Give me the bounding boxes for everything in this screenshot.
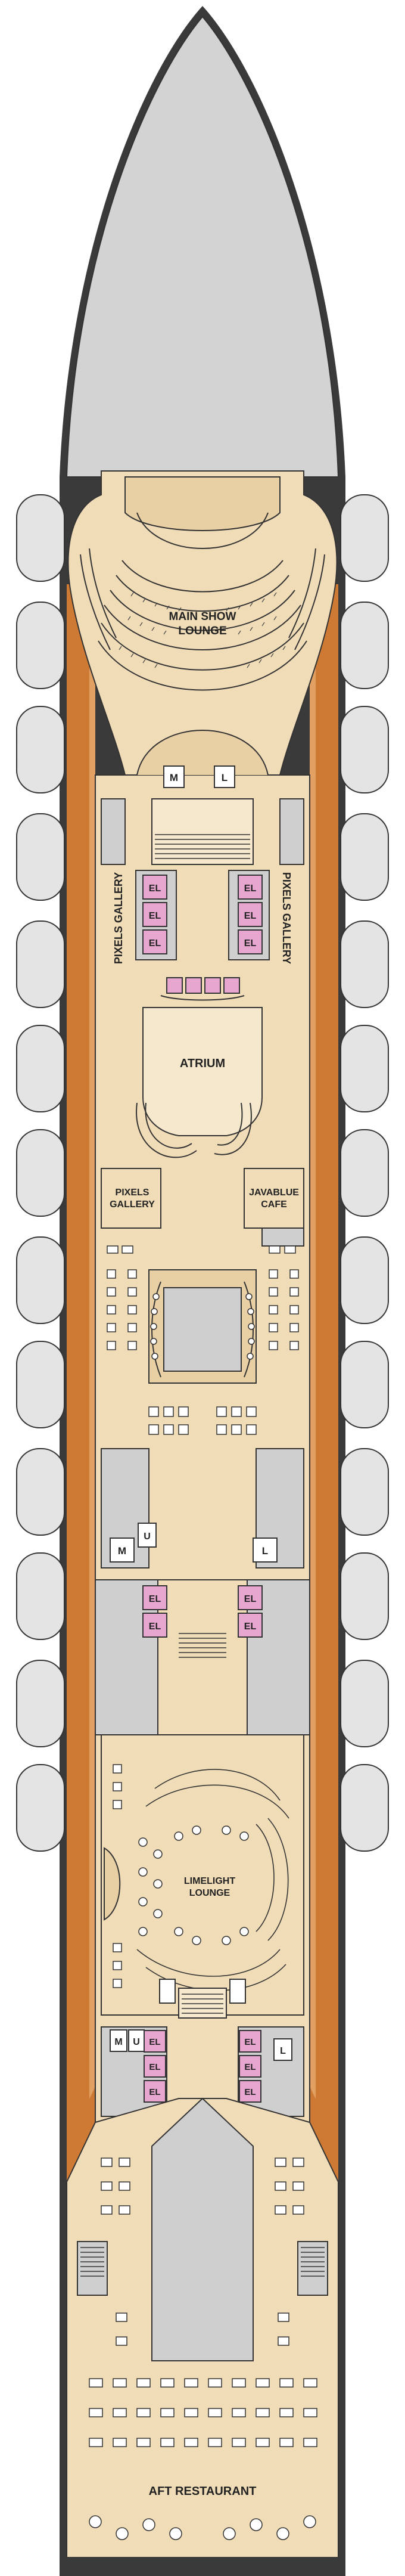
main-show-lounge-label-1: MAIN SHOW xyxy=(169,610,236,623)
limelight-seating-arcs xyxy=(136,1769,289,1991)
dining-tables-mid xyxy=(148,1406,257,1435)
elevator-label-a4: EL xyxy=(244,2037,256,2047)
limelight-lounge xyxy=(101,1734,304,2016)
seating-tables-port xyxy=(107,1245,137,1350)
restroom-u-aft-label: U xyxy=(133,2037,140,2047)
elevator-bank-mid-port xyxy=(142,1585,167,1638)
restroom-m-aft xyxy=(110,2029,127,2052)
main-show-lounge-label-2: LOUNGE xyxy=(178,625,226,637)
restroom-l-aft xyxy=(273,2038,292,2061)
fwd-side-block-port xyxy=(101,798,126,865)
fwd-stairs-block xyxy=(151,798,254,865)
pixels-gallery-small-label-2: GALLERY xyxy=(110,1199,155,1210)
lounge-stage-curve xyxy=(136,512,269,549)
lounge-seat-marks xyxy=(119,592,286,668)
pixels-gallery-small xyxy=(101,1168,161,1229)
fwd-side-block-stbd xyxy=(279,798,304,865)
elevator-label-f6: EL xyxy=(244,938,257,948)
aft-stairs-stbd xyxy=(301,2247,325,2277)
stern-edge xyxy=(60,2558,345,2576)
elevator-label-m1: EL xyxy=(149,1594,161,1604)
restroom-m-mid-label: M xyxy=(118,1545,126,1557)
aft-round-tables xyxy=(89,2515,316,2540)
bar-stools xyxy=(150,1293,255,1360)
javablue-cafe xyxy=(244,1168,304,1229)
atrium xyxy=(142,1007,263,1136)
elevator-label-m3: EL xyxy=(244,1594,257,1604)
restroom-m-mid xyxy=(110,1537,135,1563)
glass-elevator-rail xyxy=(160,995,245,1001)
restroom-m-aft-label: M xyxy=(114,2037,122,2047)
cafe-counter xyxy=(261,1227,304,1247)
lounge-stage xyxy=(124,476,281,531)
javablue-cafe-label-2: CAFE xyxy=(261,1199,287,1210)
elevator-label-f5: EL xyxy=(244,911,257,921)
restroom-l-fwd-label: L xyxy=(222,772,228,783)
restroom-l-fwd xyxy=(214,765,235,788)
restroom-l-aft-label: L xyxy=(280,2046,286,2056)
aft-galley xyxy=(151,2097,254,2361)
elevator-label-m2: EL xyxy=(149,1622,161,1632)
aft-restaurant-tables xyxy=(89,2157,317,2447)
restroom-l-mid-label: L xyxy=(262,1545,268,1557)
atrium-label: ATRIUM xyxy=(180,1057,225,1070)
fwd-stairs xyxy=(155,834,250,859)
restroom-u-aft xyxy=(128,2029,145,2052)
aft-service-stbd xyxy=(297,2241,328,2296)
elevator-label-f1: EL xyxy=(149,884,161,894)
aft-restaurant-label: AFT RESTAURANT xyxy=(149,2485,257,2498)
port-promenade-edge xyxy=(89,584,95,2331)
aft-stair-side-port xyxy=(159,1979,176,2004)
elevator-bank-aft-port xyxy=(144,2030,166,2103)
elevator-label-a3: EL xyxy=(149,2087,160,2097)
limelight-label-1: LIMELIGHT xyxy=(184,1876,235,1886)
elevator-label-f3: EL xyxy=(149,938,161,948)
elevator-label-a6: EL xyxy=(244,2087,256,2097)
elevator-bank-aft-stbd xyxy=(239,2030,261,2103)
central-bar-counter xyxy=(151,1281,254,1378)
elevator-label-f4: EL xyxy=(244,884,257,894)
seating-tables-stbd xyxy=(269,1245,299,1350)
restroom-l-mid xyxy=(253,1537,278,1563)
glass-elevators xyxy=(166,977,240,994)
restroom-u-mid xyxy=(138,1523,157,1548)
pixels-gallery-right-label: PIXELS GALLERY xyxy=(281,872,292,964)
aft-stairs xyxy=(182,1994,223,2014)
limelight-label-2: LOUNGE xyxy=(189,1888,230,1898)
elevator-bank-fwd-stbd xyxy=(228,870,270,960)
elevator-label-a1: EL xyxy=(149,2037,160,2047)
lounge-seating xyxy=(80,548,325,691)
lounge-entrance-arc xyxy=(136,730,269,776)
lifeboats-port xyxy=(16,494,65,1852)
pixels-gallery-left-label: PIXELS GALLERY xyxy=(113,872,124,964)
mid-stairs xyxy=(179,1633,226,1658)
atrium-spiral-stairs xyxy=(136,1102,252,1158)
aft-stairs-port xyxy=(80,2247,104,2277)
restroom-u-mid-label: U xyxy=(144,1532,151,1542)
main-show-lounge xyxy=(67,470,338,776)
bow-area xyxy=(66,16,339,478)
pixels-gallery-small-label-1: PIXELS xyxy=(116,1188,149,1198)
limelight-stage xyxy=(104,1847,121,1921)
aft-stair-side-stbd xyxy=(229,1979,246,2004)
restroom-m-fwd xyxy=(163,765,185,788)
lifeboats-starboard xyxy=(340,494,389,1852)
elevator-bank-mid-stbd xyxy=(238,1585,263,1638)
restroom-m-fwd-label: M xyxy=(170,772,178,783)
elevator-label-a5: EL xyxy=(244,2062,256,2072)
elevator-bank-fwd-port xyxy=(135,870,177,960)
elevator-label-a2: EL xyxy=(149,2062,160,2072)
javablue-cafe-label-1: JAVABLUE xyxy=(249,1188,299,1198)
limelight-tables xyxy=(113,1764,249,1988)
aft-service-port xyxy=(77,2241,108,2296)
central-bar-core xyxy=(163,1287,242,1372)
elevator-label-m4: EL xyxy=(244,1622,257,1632)
elevator-label-f2: EL xyxy=(149,911,161,921)
starboard-promenade-edge xyxy=(310,584,316,2331)
